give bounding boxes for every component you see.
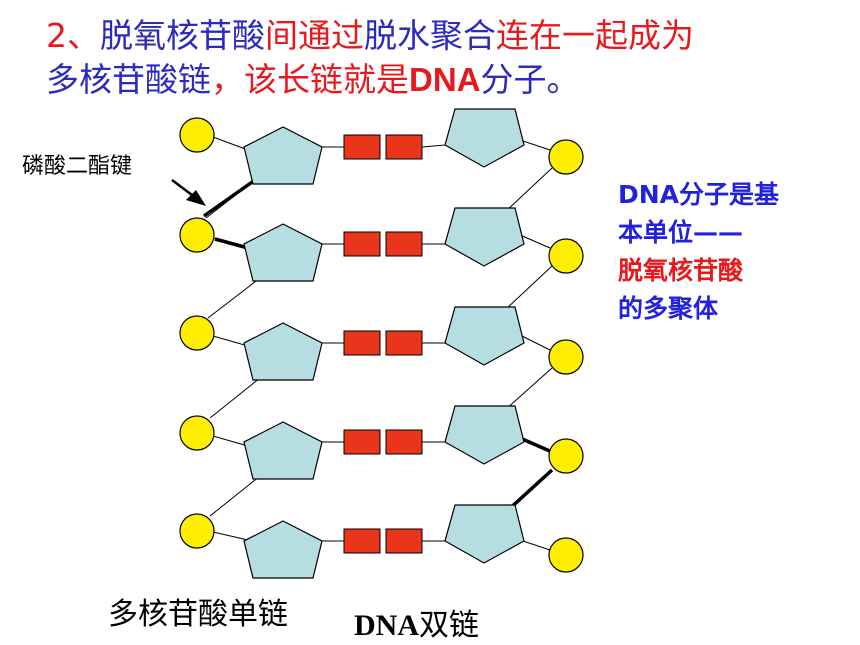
title-term-deoxynucleotide: 脱氧核苷酸: [100, 16, 265, 55]
base-connectors: [322, 144, 446, 542]
base-block: [343, 134, 381, 160]
phosphate-circle: [179, 315, 215, 351]
title-text-between: 间通过: [265, 16, 364, 55]
phosphate-circle: [548, 339, 584, 375]
sugar-pentagon: [444, 306, 525, 366]
base-block: [343, 528, 381, 554]
base-block: [343, 330, 381, 356]
phosphate-circle: [548, 438, 584, 474]
base-block: [385, 528, 423, 554]
left-highlighted-bonds: [202, 178, 257, 250]
phosphate-circle: [179, 117, 215, 153]
base-block: [385, 330, 423, 356]
title-term-dehydration: 脱水聚合: [364, 16, 496, 55]
base-block: [385, 134, 423, 160]
title-text-join: 连在一起成为: [496, 16, 694, 55]
sugar-pentagon: [243, 223, 323, 282]
right-highlighted-bonds: [504, 436, 554, 514]
double-strand-caption-latin: DNA: [354, 609, 419, 642]
sugar-pentagon: [243, 520, 323, 579]
side-note: DNA分子是基 本单位—— 脱氧核苷酸 的多聚体: [618, 176, 818, 328]
base-block: [343, 231, 381, 257]
side-note-line4: 的多聚体: [618, 294, 719, 323]
phosphate-circle: [179, 513, 215, 549]
sugar-pentagon: [444, 504, 525, 564]
sugar-pentagon: [444, 108, 525, 168]
title-text-chain: ，该长链就是: [211, 60, 409, 99]
phosphate-circle: [179, 217, 215, 253]
side-note-line3: 脱氧核苷酸: [618, 256, 744, 285]
bases: [343, 134, 423, 554]
phosphate-circle: [179, 415, 215, 451]
side-note-line1: DNA分子是基: [618, 180, 780, 209]
title-text-molecule: 分子。: [480, 60, 580, 99]
right-phosphates: [548, 139, 584, 573]
sugar-pentagon: [243, 322, 323, 381]
sugar-pentagon: [243, 421, 323, 480]
double-strand-caption-cn: 双链: [419, 608, 479, 643]
right-sugars: [444, 108, 525, 564]
base-block: [385, 231, 423, 257]
title-term-polynucleotide: 多核苷酸链: [46, 60, 211, 99]
double-strand-caption: DNA双链: [354, 600, 479, 644]
single-strand-caption: 多核苷酸单链: [108, 597, 288, 632]
base-block: [343, 429, 381, 455]
sugar-pentagon: [444, 405, 525, 465]
left-phosphates: [179, 117, 215, 549]
sugar-pentagon: [243, 126, 323, 185]
phosphate-circle: [548, 537, 584, 573]
right-backbone: [504, 139, 553, 551]
title-term-dna: DNA: [409, 61, 481, 98]
phosphodiester-bond-label: 磷酸二酯键: [22, 154, 133, 179]
page-title: 2、脱氧核苷酸间通过脱水聚合连在一起成为 多核苷酸链，该长链就是DNA分子。: [46, 14, 846, 102]
bond-pointer-arrow: [171, 179, 206, 206]
side-note-line2: 本单位——: [618, 218, 744, 247]
phosphate-circle: [548, 139, 584, 175]
base-block: [385, 429, 423, 455]
left-sugars: [243, 126, 323, 579]
title-number: 2、: [46, 16, 100, 55]
sugar-pentagon: [444, 207, 525, 267]
phosphate-circle: [548, 238, 584, 274]
